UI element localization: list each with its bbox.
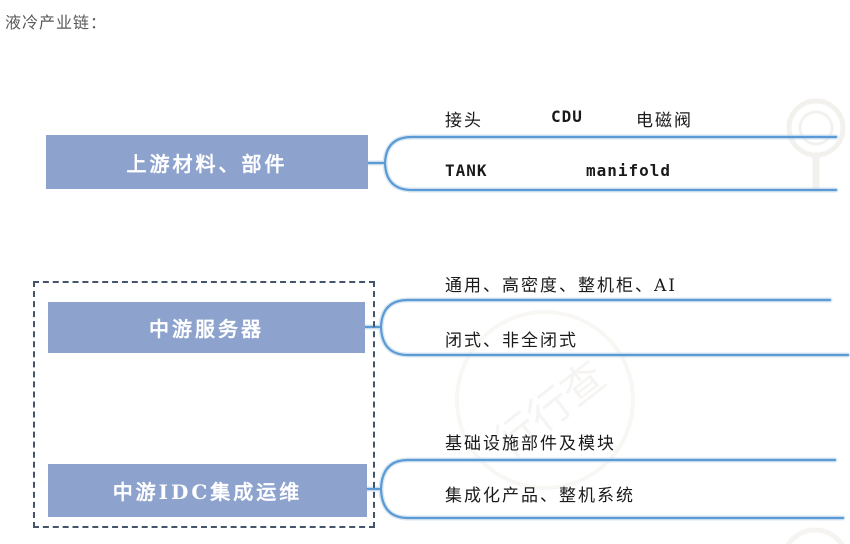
magnifier-watermark-icon [786,98,846,192]
page-title: 液冷产业链： [5,13,108,32]
item-jietou: 接头 [445,111,483,131]
bracket-upstream [364,134,839,193]
item-tank: TANK [445,161,488,180]
node-upstream-materials: 上游材料、部件 [46,135,368,189]
node-label: 上游材料、部件 [126,151,288,176]
item-infra-modules: 基础设施部件及模块 [445,434,616,454]
item-dianzifa: 电磁阀 [636,111,693,131]
node-label: 中游IDC集成运维 [112,480,303,504]
item-integrated-products: 集成化产品、整机系统 [445,486,635,506]
midstream-dashed-group [33,281,375,528]
node-midstream-server: 中游服务器 [48,302,365,353]
item-server-types: 通用、高密度、整机柜、AI [445,276,677,296]
item-cdu: CDU [551,107,583,126]
item-enclosure-types: 闭式、非全闭式 [445,331,578,351]
bottom-watermark-fragment [785,527,845,544]
bracket-server [362,297,850,358]
item-manifold: manifold [586,161,672,180]
node-label: 中游服务器 [149,317,264,341]
node-midstream-idc: 中游IDC集成运维 [48,464,367,517]
